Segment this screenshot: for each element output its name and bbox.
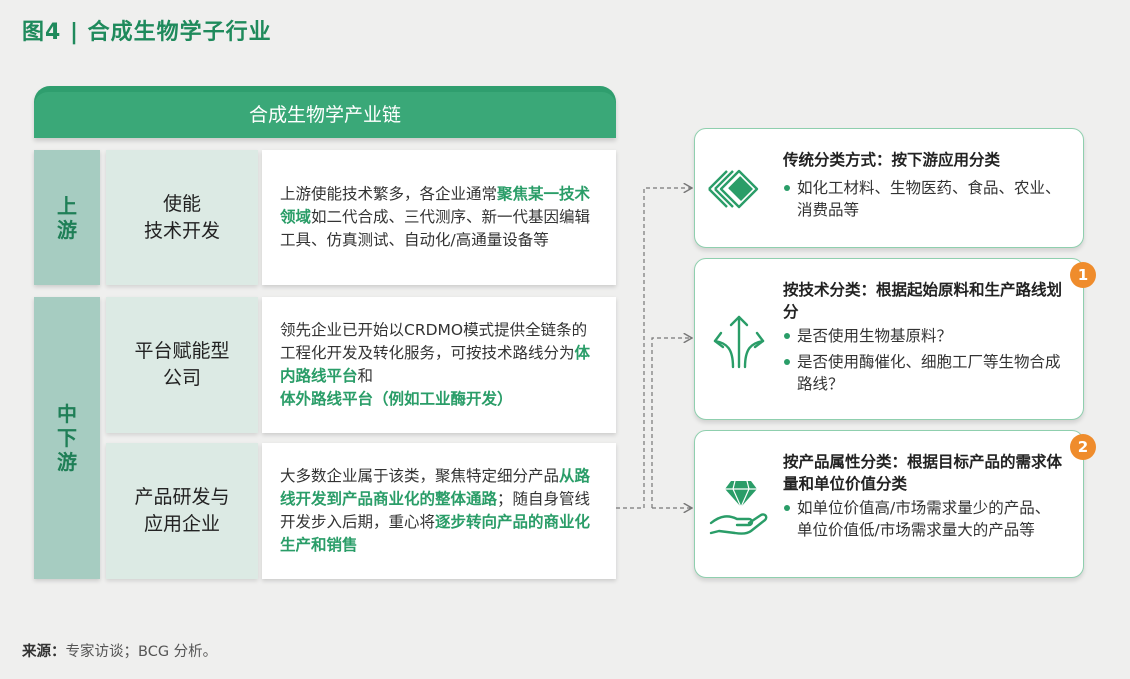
split-arrows-icon — [713, 315, 765, 369]
desc-highlight: 体外路线平台（例如工业酶开发） — [280, 390, 513, 408]
stage-upstream-label: 上游 — [57, 193, 77, 242]
stage-upstream: 上游 — [34, 150, 100, 285]
list-item: 如化工材料、生物医药、食品、农业、消费品等 — [783, 177, 1065, 221]
desc-platform: 领先企业已开始以CRDMO模式提供全链条的工程化开发及转化服务，可按技术路线分为… — [262, 297, 616, 433]
class-box-bullets: 如化工材料、生物医药、食品、农业、消费品等 — [783, 177, 1065, 225]
desc-highlight: 逐步转向产品的商业化生产和销售 — [280, 513, 591, 554]
badge-2: 2 — [1070, 434, 1096, 460]
class-box-traditional: 传统分类方式：按下游应用分类 如化工材料、生物医药、食品、农业、消费品等 — [694, 128, 1084, 248]
source-text: 专家访谈；BCG 分析。 — [65, 644, 218, 660]
source-label: 来源： — [22, 644, 66, 660]
category-enabling-tech-line1: 使能 — [162, 192, 201, 215]
class-box-title: 传统分类方式：按下游应用分类 — [783, 151, 1001, 169]
desc-text: ；随自身管线开发步入后期，重心将 — [280, 490, 591, 531]
category-enabling-tech: 使能 技术开发 — [106, 150, 258, 285]
connector-to-box-1 — [643, 188, 692, 508]
category-product-dev-line1: 产品研发与 — [134, 486, 230, 508]
chain-header: 合成生物学产业链 — [34, 86, 616, 138]
list-item: 如单位价值高/市场需求量少的产品、单位价值低/市场需求量大的产品等 — [783, 497, 1065, 541]
chain-header-label: 合成生物学产业链 — [34, 92, 616, 138]
list-item: 是否使用酶催化、细胞工厂等生物合成路线？ — [783, 351, 1065, 395]
badge-1: 1 — [1070, 262, 1096, 288]
class-box-bullets: 如单位价值高/市场需求量少的产品、单位价值低/市场需求量大的产品等 — [783, 497, 1065, 545]
desc-highlight: 从路线开发到产品商业化的整体通路 — [280, 467, 591, 508]
class-box-product-attr: 按产品属性分类：根据目标产品的需求体量和单位价值分类 如单位价值高/市场需求量少… — [694, 430, 1084, 578]
class-box-bullets: 是否使用生物基原料？ 是否使用酶催化、细胞工厂等生物合成路线？ — [783, 325, 1065, 399]
desc-enabling-tech: 上游使能技术繁多，各企业通常聚焦某一技术领域如二代合成、三代测序、新一代基因编辑… — [262, 150, 616, 285]
category-platform-line1: 平台赋能型 — [134, 340, 230, 362]
category-platform-line2: 公司 — [162, 367, 201, 389]
class-box-technology: 按技术分类：根据起始原料和生产路线划分 是否使用生物基原料？ 是否使用酶催化、细… — [694, 258, 1084, 420]
stage-midstream-label: 中下游 — [57, 402, 77, 474]
desc-text: 如二代合成、三代测序、新一代基因编辑工具、仿真测试、自动化/高通量设备等 — [280, 208, 591, 249]
category-enabling-tech-line2: 技术开发 — [143, 219, 220, 242]
stage-midstream: 中下游 — [34, 297, 100, 579]
list-item: 是否使用生物基原料？ — [783, 325, 1065, 347]
desc-text: 大多数企业属于该类，聚焦特定细分产品 — [280, 467, 560, 485]
figure-title: 图4 | 合成生物学子行业 — [22, 20, 272, 45]
class-box-title: 按技术分类：根据起始原料和生产路线划分 — [783, 281, 1063, 321]
desc-highlight: 聚焦某一技术领域 — [280, 185, 591, 226]
hand-diamond-icon — [709, 480, 768, 535]
desc-text: 和 — [357, 367, 374, 385]
category-platform: 平台赋能型 公司 — [106, 297, 258, 433]
desc-product-dev: 大多数企业属于该类，聚焦特定细分产品从路线开发到产品商业化的整体通路；随自身管线… — [262, 443, 616, 579]
source-note: 来源：专家访谈；BCG 分析。 — [22, 640, 217, 661]
category-product-dev-line2: 应用企业 — [143, 513, 220, 535]
desc-highlight: 体内路线平台 — [280, 344, 591, 385]
layers-icon — [708, 169, 759, 209]
desc-text: 领先企业已开始以CRDMO模式提供全链条的工程化开发及转化服务，可按技术路线分为 — [280, 321, 588, 362]
class-box-title: 按产品属性分类：根据目标产品的需求体量和单位价值分类 — [783, 453, 1063, 493]
desc-text: 上游使能技术繁多，各企业通常 — [280, 185, 498, 203]
category-product-dev: 产品研发与 应用企业 — [106, 443, 258, 579]
connector-to-box-2 — [651, 338, 692, 508]
